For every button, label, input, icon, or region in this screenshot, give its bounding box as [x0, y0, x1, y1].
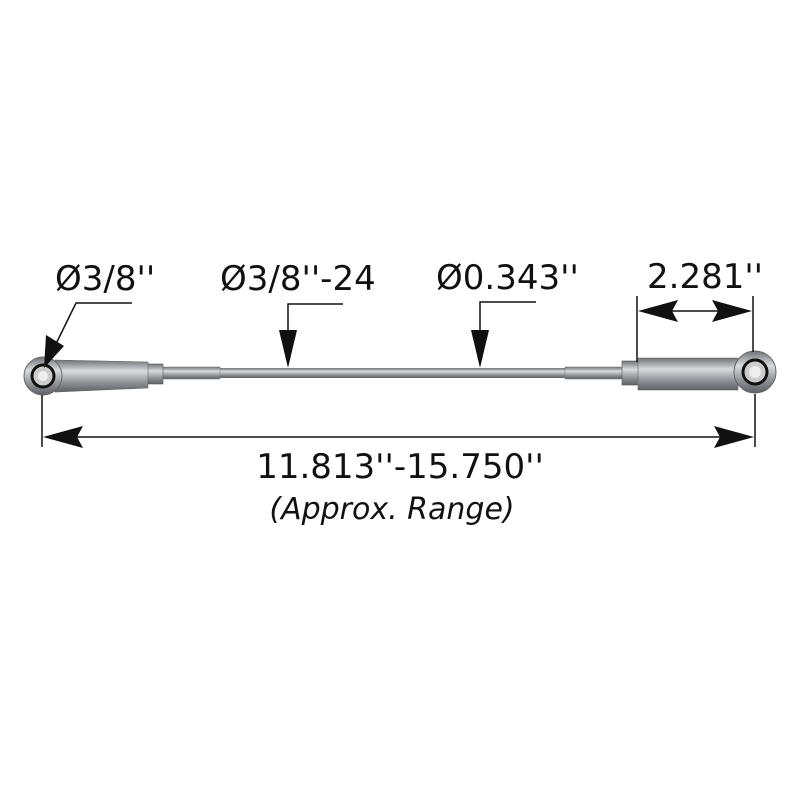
jam-nut-right [621, 360, 640, 386]
thread-left [159, 366, 221, 380]
arrowhead [43, 426, 83, 448]
leader-thread [287, 303, 343, 340]
rod-end-body-right [637, 357, 739, 391]
rod-shaft [160, 368, 630, 378]
arrowhead [471, 330, 489, 368]
arrowhead [279, 330, 297, 368]
rod-end-left [23, 356, 164, 396]
arrowhead [44, 335, 64, 368]
arrowhead [638, 300, 678, 322]
arrowhead [714, 426, 754, 448]
label-eye-bore: Ø3/8'' [55, 259, 155, 299]
leader-rod-diameter [479, 301, 536, 340]
eye-bore-right [749, 366, 761, 378]
thread-right [564, 366, 626, 380]
label-rod-diameter: Ø0.343'' [436, 258, 579, 298]
arrowheads [43, 300, 754, 448]
label-rod-end-length: 2.281'' [647, 257, 763, 297]
leader-eye-bore [51, 302, 132, 353]
arrowhead [712, 300, 752, 322]
tie-rod [23, 350, 777, 396]
eye-bore-left [38, 371, 48, 381]
rod-end-body-left [54, 359, 149, 393]
label-thread: Ø3/8''-24 [220, 259, 376, 299]
rod-end-right [621, 350, 777, 394]
label-range-note: (Approx. Range) [269, 492, 514, 527]
label-overall-length: 11.813''-15.750'' [256, 447, 544, 487]
